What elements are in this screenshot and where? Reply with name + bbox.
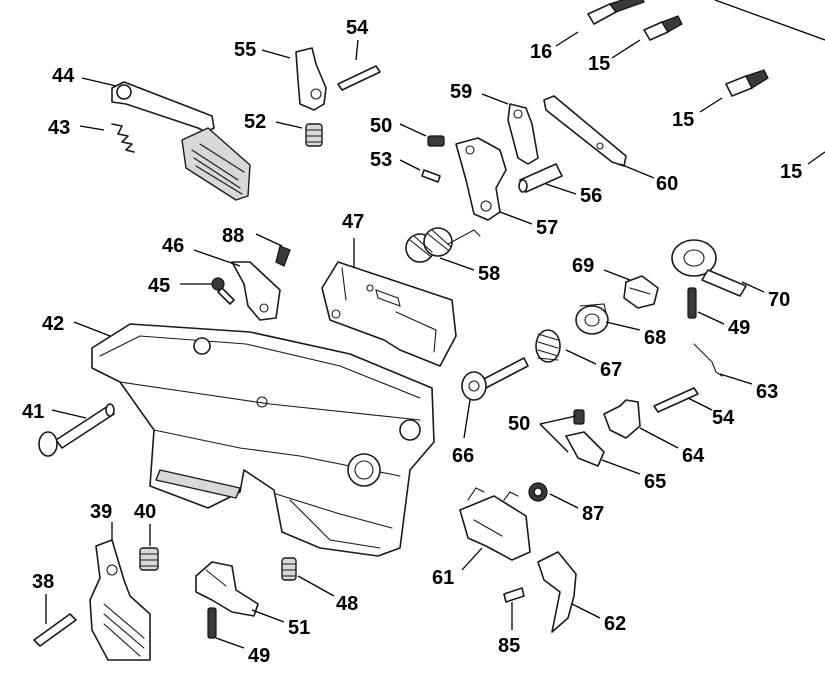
part-66-shaft bbox=[461, 357, 529, 401]
part-49-pin-a bbox=[687, 287, 697, 319]
callout-48: 48 bbox=[336, 593, 358, 615]
callout-labels: 15 15 15 16 54 55 44 43 52 50 53 59 60 5… bbox=[22, 17, 802, 667]
part-58-hammer-spring bbox=[405, 227, 481, 263]
part-49-pin-b bbox=[207, 607, 217, 639]
callout-59: 59 bbox=[450, 81, 472, 103]
callout-87: 87 bbox=[582, 503, 604, 525]
callout-57: 57 bbox=[536, 217, 558, 239]
part-44-safety-lever bbox=[111, 81, 251, 201]
part-61-trigger-housing bbox=[459, 487, 531, 561]
part-85-pin bbox=[503, 587, 525, 603]
part-47-housing bbox=[321, 261, 457, 367]
part-15-screw-b bbox=[725, 69, 769, 97]
part-52-spring bbox=[305, 123, 323, 147]
part-60-disconnector-lever bbox=[543, 95, 627, 167]
part-67-spring bbox=[535, 329, 561, 363]
callout-47: 47 bbox=[342, 211, 364, 233]
part-46-lever bbox=[231, 261, 281, 321]
part-39-hammer bbox=[89, 539, 151, 661]
callout-44: 44 bbox=[52, 65, 75, 87]
callout-16: 16 bbox=[530, 41, 552, 63]
part-65-lever bbox=[565, 431, 605, 467]
callout-66: 66 bbox=[452, 445, 474, 467]
callout-49: 49 bbox=[248, 645, 270, 667]
callout-54: 54 bbox=[712, 407, 735, 429]
part-38-pin bbox=[33, 613, 77, 647]
callout-52: 52 bbox=[244, 111, 266, 133]
leader-lines bbox=[45, 31, 825, 649]
callout-88: 88 bbox=[222, 225, 244, 247]
callout-46: 46 bbox=[162, 235, 184, 257]
part-40-spring bbox=[139, 547, 159, 571]
callout-49: 49 bbox=[728, 317, 750, 339]
part-16-screw bbox=[587, 0, 645, 25]
part-64-sear bbox=[603, 399, 641, 439]
part-50-spring-a bbox=[427, 135, 445, 147]
part-68-cam bbox=[575, 303, 609, 335]
callout-53: 53 bbox=[370, 149, 392, 171]
callout-67: 67 bbox=[600, 359, 622, 381]
callout-55: 55 bbox=[234, 39, 256, 61]
part-57-hammer bbox=[455, 137, 507, 221]
part-54-pin-b bbox=[653, 387, 699, 413]
part-88-pin bbox=[275, 245, 291, 267]
part-41-pin bbox=[38, 403, 115, 457]
part-69-ring bbox=[623, 275, 659, 309]
callout-50: 50 bbox=[508, 413, 530, 435]
callout-45: 45 bbox=[148, 275, 170, 297]
callout-68: 68 bbox=[644, 327, 666, 349]
callout-61: 61 bbox=[432, 567, 454, 589]
part-59-lever bbox=[507, 103, 539, 165]
callout-51: 51 bbox=[288, 617, 310, 639]
callout-60: 60 bbox=[656, 173, 678, 195]
frame-edge bbox=[714, 0, 825, 41]
part-15-screw-a bbox=[643, 15, 683, 41]
callout-69: 69 bbox=[572, 255, 594, 277]
part-63-spring bbox=[693, 343, 723, 377]
callout-15: 15 bbox=[672, 109, 694, 131]
part-56-pin bbox=[518, 163, 563, 193]
callout-70: 70 bbox=[768, 289, 790, 311]
part-87-bushing bbox=[528, 482, 548, 502]
callout-65: 65 bbox=[644, 471, 666, 493]
callout-63: 63 bbox=[756, 381, 778, 403]
part-54-pin-top bbox=[337, 65, 381, 91]
callout-15: 15 bbox=[588, 53, 610, 75]
callout-64: 64 bbox=[682, 445, 705, 467]
callout-41: 41 bbox=[22, 401, 44, 423]
part-51-lever bbox=[195, 561, 259, 617]
callout-43: 43 bbox=[48, 117, 70, 139]
callout-62: 62 bbox=[604, 613, 626, 635]
part-43-spring bbox=[111, 123, 135, 153]
callout-40: 40 bbox=[134, 501, 156, 523]
part-48-screw bbox=[281, 557, 297, 581]
callout-85: 85 bbox=[498, 635, 520, 657]
part-53-pin bbox=[421, 169, 441, 183]
callout-58: 58 bbox=[478, 263, 500, 285]
part-50-spring-b bbox=[573, 409, 585, 425]
callout-42: 42 bbox=[42, 313, 64, 335]
part-45-screw bbox=[211, 277, 235, 305]
callout-38: 38 bbox=[32, 571, 54, 593]
part-55-lever bbox=[295, 47, 327, 111]
callout-50: 50 bbox=[370, 115, 392, 137]
callout-54: 54 bbox=[346, 17, 369, 39]
callout-15: 15 bbox=[780, 161, 802, 183]
callout-39: 39 bbox=[90, 501, 112, 523]
part-62-trigger bbox=[537, 551, 577, 633]
part-70-selector bbox=[671, 239, 747, 297]
callout-56: 56 bbox=[580, 185, 602, 207]
part-42-lower-receiver bbox=[91, 323, 435, 557]
